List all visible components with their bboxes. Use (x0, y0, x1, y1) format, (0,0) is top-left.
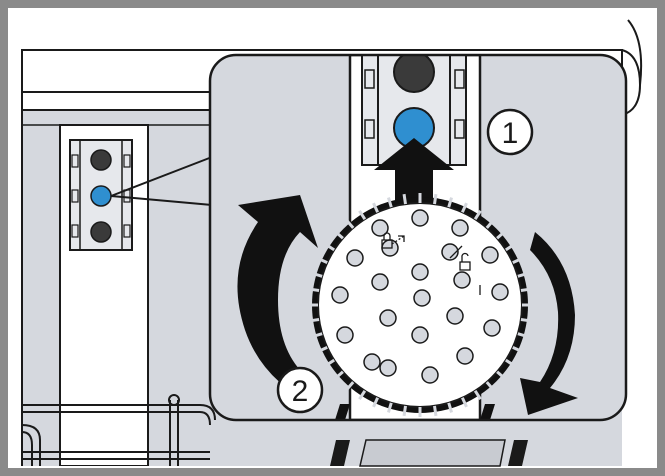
zoom-detail-panel: 1 2 (208, 53, 628, 422)
disc-tooth (312, 332, 323, 338)
zoom-indicator-dark (393, 55, 435, 93)
step-1-marker: 1 (486, 108, 534, 156)
disc-tooth (433, 193, 438, 205)
disc-tooth (496, 370, 506, 380)
unlock-icon (449, 245, 481, 295)
indicator-holder-small (69, 139, 133, 251)
disc-tooth (372, 397, 379, 408)
lower-basket-wires (21, 394, 216, 466)
disc-tooth (517, 272, 528, 278)
disc-tooth (473, 389, 482, 401)
step-2-label: 2 (292, 375, 309, 408)
disc-tooth (324, 243, 336, 252)
disc-tooth (334, 370, 344, 380)
disc-tooth (520, 287, 532, 292)
disc-tooth (512, 257, 523, 264)
disc-tooth (504, 243, 516, 252)
magnifier-callout (110, 156, 213, 206)
disc-tooth (433, 405, 438, 417)
disc-tooth (334, 230, 344, 240)
disc-tooth (512, 346, 523, 353)
disc-tooth (461, 202, 468, 213)
disc-tooth (473, 209, 482, 221)
disc-tooth (308, 287, 320, 292)
disc-tooth (387, 402, 393, 413)
indicator-dot-bottom (90, 221, 112, 243)
disc-tooth (485, 219, 495, 229)
disc-tooth (372, 202, 379, 213)
indicator-dot-active (90, 185, 112, 207)
lower-slats (330, 439, 528, 467)
filter-disc (308, 193, 532, 417)
zoom-panel-border (208, 53, 628, 422)
disc-tooth (358, 389, 367, 401)
disc-tooth (345, 381, 355, 391)
step-1-label: 1 (502, 117, 519, 150)
disc-tooth (517, 332, 528, 338)
rotate-cw-arrow-icon (520, 232, 578, 415)
zoom-bottom-bars (335, 404, 495, 420)
disc-tooth (387, 197, 393, 208)
disc-tooth (312, 272, 323, 278)
disc-tooth (308, 318, 320, 323)
disc-tooth (317, 257, 328, 264)
disc-tooth (496, 230, 506, 240)
indicator-dot-top (90, 149, 112, 171)
disc-tooth (324, 358, 336, 367)
disc-tooth (447, 197, 453, 208)
disc-tooth (447, 402, 453, 413)
step-2-marker: 2 (276, 366, 324, 414)
disc-tooth (485, 381, 495, 391)
disc-tooth (345, 219, 355, 229)
disc-tooth (358, 209, 367, 221)
disc-tooth (461, 397, 468, 408)
padlock-icon (381, 232, 405, 249)
disc-tooth (402, 193, 407, 205)
arrow-up-icon (374, 138, 454, 210)
disc-tooth (520, 318, 532, 323)
disc-tooth (504, 358, 516, 367)
rotate-ccw-arrow-icon (237, 195, 318, 392)
disc-holes (331, 209, 509, 384)
disc-tooth (317, 346, 328, 353)
disc-tooth (402, 405, 407, 417)
